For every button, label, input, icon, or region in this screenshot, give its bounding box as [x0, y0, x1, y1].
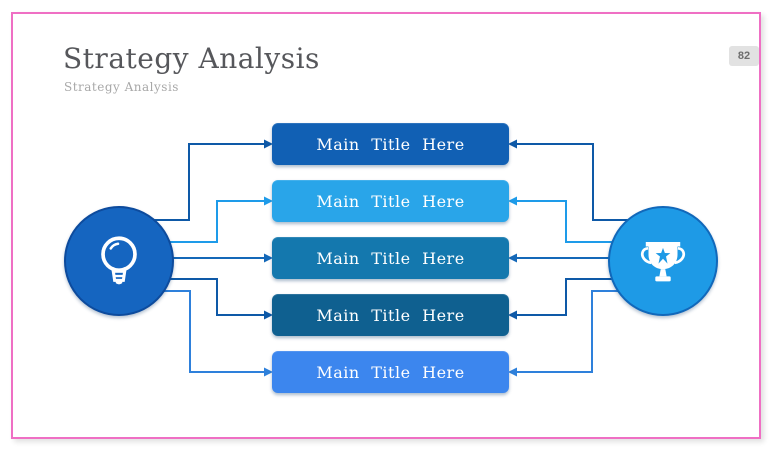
bar-label: Main Title Here: [316, 305, 465, 325]
idea-circle[interactable]: [64, 206, 174, 316]
bar-label: Main Title Here: [316, 191, 465, 211]
main-title-bar-2[interactable]: Main Title Here: [272, 180, 509, 222]
lightbulb-icon: [101, 236, 137, 285]
trophy-icon: [640, 241, 686, 282]
bar-label: Main Title Here: [316, 134, 465, 154]
page-title[interactable]: Strategy Analysis: [63, 42, 320, 75]
main-title-bar-5[interactable]: Main Title Here: [272, 351, 509, 393]
bar-label: Main Title Here: [316, 362, 465, 382]
main-title-bar-3[interactable]: Main Title Here: [272, 237, 509, 279]
award-circle[interactable]: [608, 206, 718, 316]
main-title-bar-1[interactable]: Main Title Here: [272, 123, 509, 165]
main-title-bar-4[interactable]: Main Title Here: [272, 294, 509, 336]
page-number-badge: 82: [729, 46, 759, 66]
slide: Strategy Analysis Strategy Analysis 82: [11, 12, 761, 439]
connector-right-1: [508, 139, 663, 221]
page-subtitle[interactable]: Strategy Analysis: [64, 80, 179, 94]
connector-left-1: [119, 139, 273, 221]
bar-label: Main Title Here: [316, 248, 465, 268]
